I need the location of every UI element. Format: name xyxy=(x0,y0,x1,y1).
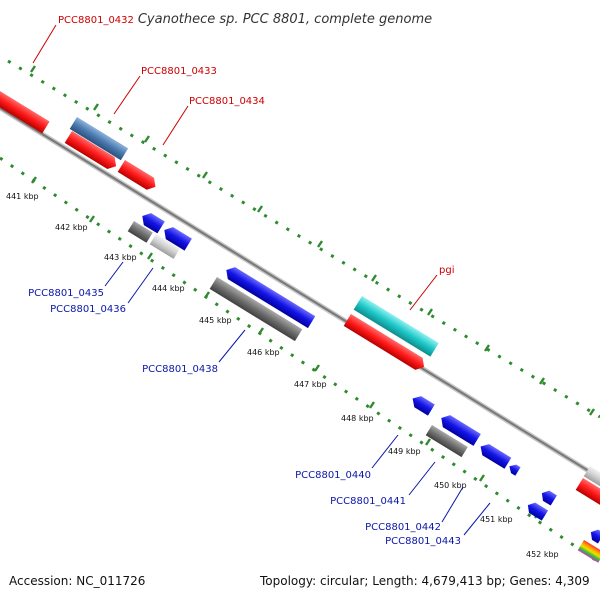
gene-arrow-pcc8801-0435[interactable] xyxy=(127,221,153,243)
tick-label: 445 kbp xyxy=(199,316,232,325)
gene-arrow-pcc8801-0443[interactable] xyxy=(525,500,549,521)
tick-label: 446 kbp xyxy=(247,348,280,357)
major-ticks-lower xyxy=(31,176,540,519)
major-ticks-upper xyxy=(30,65,595,416)
gene-label-pcc8801-0433[interactable]: PCC8801_0433 xyxy=(141,66,217,77)
gene-arrow-pcc8801-0442[interactable] xyxy=(539,488,557,506)
gene-arrow-pcc8801-0440[interactable] xyxy=(438,412,481,446)
gene-arrow-blue[interactable] xyxy=(139,210,165,234)
tick-label: 450 kbp xyxy=(434,481,467,490)
plus-strand-genes xyxy=(0,88,600,506)
minus-strand-labels: PCC8801_0435 PCC8801_0436 PCC8801_0438 P… xyxy=(28,288,461,547)
plus-strand-callouts xyxy=(32,24,438,311)
gene-label-pcc8801-0432[interactable]: PCC8801_0432 xyxy=(58,15,134,26)
plus-strand-labels: PCC8801_0432 PCC8801_0433 PCC8801_0434 p… xyxy=(58,15,454,276)
tick-label: 451 kbp xyxy=(480,515,513,524)
gene-arrow-pcc8801-0441[interactable] xyxy=(425,425,468,458)
gene-label-pcc8801-0434[interactable]: PCC8801_0434 xyxy=(189,96,265,107)
gene-arrow-red[interactable] xyxy=(343,314,428,373)
tick-label: 441 kbp xyxy=(6,192,39,201)
accession-text: Accession: NC_011726 xyxy=(9,574,146,588)
tick-label: 449 kbp xyxy=(388,447,421,456)
gene-label-pcc8801-0442[interactable]: PCC8801_0442 xyxy=(365,522,441,533)
gene-label-pcc8801-0438[interactable]: PCC8801_0438 xyxy=(142,364,218,375)
tick-label: 443 kbp xyxy=(104,253,137,262)
gene-arrow-grey[interactable] xyxy=(583,466,600,487)
scale-tick-labels: 441 kbp 442 kbp 443 kbp 444 kbp 445 kbp … xyxy=(6,192,559,559)
gene-label-pcc8801-0441[interactable]: PCC8801_0441 xyxy=(330,496,406,507)
gene-arrow-pcc8801-0433[interactable] xyxy=(69,117,129,161)
minus-strand-callouts xyxy=(104,261,491,536)
tick-label: 442 kbp xyxy=(55,223,88,232)
gene-arrow-pcc8801-0436[interactable] xyxy=(149,234,180,259)
gene-label-pcc8801-0443[interactable]: PCC8801_0443 xyxy=(385,536,461,547)
tick-label: 452 kbp xyxy=(526,550,559,559)
tick-track-lower xyxy=(0,156,600,565)
gene-arrow-pgi[interactable] xyxy=(353,296,439,357)
tick-label: 447 kbp xyxy=(294,380,327,389)
gene-arrow-blue[interactable] xyxy=(161,224,192,251)
map-title: Cyanothece sp. PCC 8801, complete genome xyxy=(138,12,432,27)
gene-arrow-red[interactable] xyxy=(575,478,600,506)
gene-arrow-blue[interactable] xyxy=(507,462,521,476)
gene-arrow-red[interactable] xyxy=(64,131,120,172)
gene-arrow-blue[interactable] xyxy=(588,527,600,544)
tick-label: 448 kbp xyxy=(341,414,374,423)
gene-arrow-pcc8801-0432[interactable] xyxy=(0,88,50,134)
gene-arrow-blue[interactable] xyxy=(223,264,316,329)
genome-backbone xyxy=(0,105,600,481)
gene-label-pcc8801-0435[interactable]: PCC8801_0435 xyxy=(28,288,104,299)
minus-strand-genes xyxy=(127,210,600,563)
gene-arrow-pcc8801-0438[interactable] xyxy=(209,277,303,342)
gene-arrow-pcc8801-0434[interactable] xyxy=(117,160,159,193)
gene-label-pcc8801-0436[interactable]: PCC8801_0436 xyxy=(50,304,126,315)
gene-arrow-blue[interactable] xyxy=(409,393,435,416)
gene-arrow-blue[interactable] xyxy=(477,441,512,469)
gene-arrow-multicolor[interactable] xyxy=(577,540,600,563)
genome-summary-text: Topology: circular; Length: 4,679,413 bp… xyxy=(260,574,590,588)
tick-label: 444 kbp xyxy=(152,284,185,293)
gene-label-pcc8801-0440[interactable]: PCC8801_0440 xyxy=(295,470,371,481)
gene-label-pgi[interactable]: pgi xyxy=(439,265,454,276)
